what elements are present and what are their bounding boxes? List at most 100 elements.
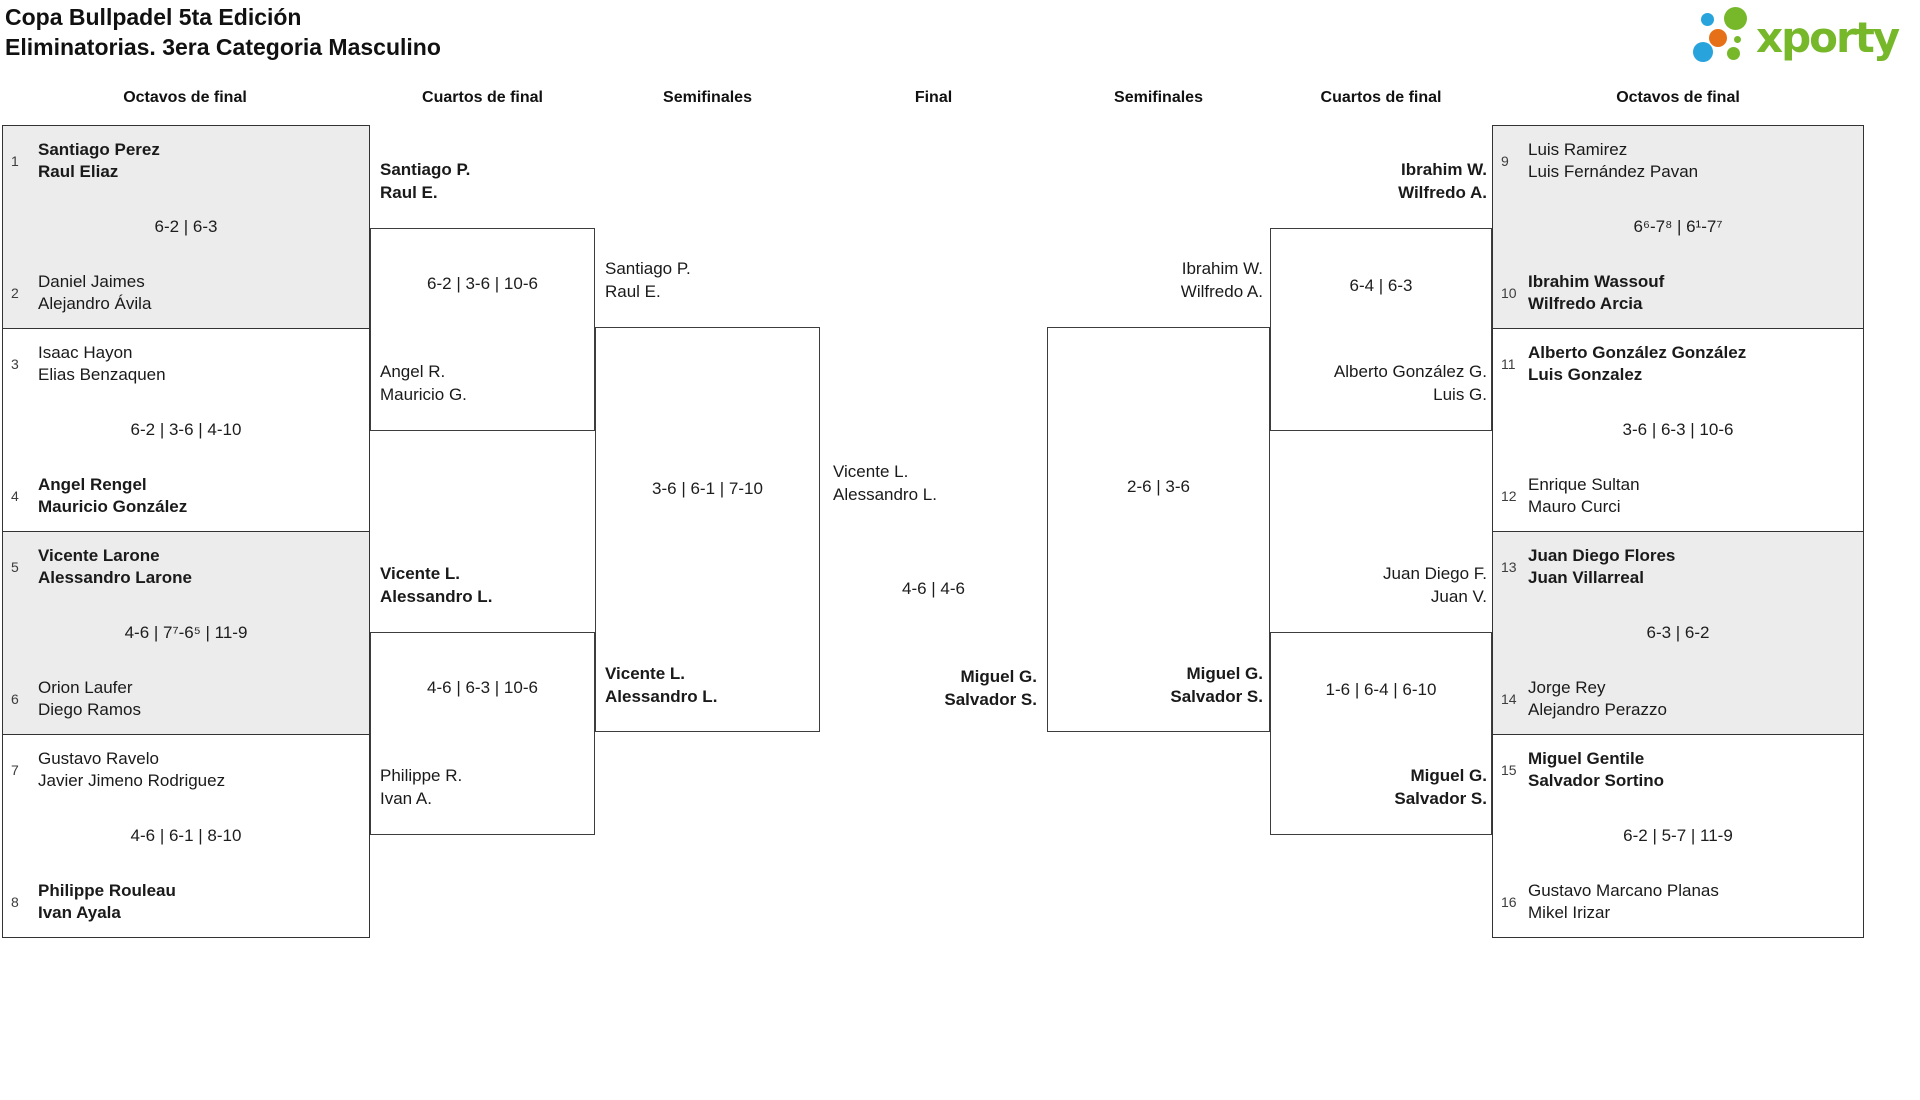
seed-number: 16 (1501, 894, 1517, 910)
match-score: 6-2 | 3-6 | 4-10 (130, 420, 242, 439)
match-score: 3-6 | 6-3 | 10-6 (1622, 420, 1734, 439)
match-score: 2-6 | 3-6 (1126, 477, 1190, 496)
match-score: 4-6 | 6-3 | 10-6 (427, 678, 538, 697)
logo-dot-green-small (1727, 47, 1740, 60)
participant-label[interactable]: Philippe R.Ivan A. (380, 766, 463, 808)
match-score: 6⁶-7⁸ | 6¹-7⁷ (1633, 217, 1723, 236)
seed-number: 12 (1501, 488, 1517, 504)
match-score: 6-4 | 6-3 (1349, 276, 1413, 295)
page-title: Copa Bullpadel 5ta Edición Eliminatorias… (5, 2, 441, 62)
participant-label[interactable]: Miguel G.Salvador S. (944, 667, 1037, 709)
match-score: 4-6 | 7⁷-6⁵ | 11-9 (124, 623, 248, 642)
page-title-line2: Eliminatorias. 3era Categoria Masculino (5, 34, 441, 60)
round-header-semis-left: Semifinales (663, 89, 752, 106)
participant-label[interactable]: Miguel G.Salvador S. (1394, 766, 1487, 808)
match-score: 6-2 | 6-3 (154, 217, 218, 236)
round-header-cuartos-left: Cuartos de final (422, 89, 543, 106)
semifinal-connector-box (1047, 327, 1270, 732)
round-header-final: Final (914, 89, 953, 106)
xporty-logo[interactable]: xporty (1692, 4, 1907, 68)
logo-dot-blue-large (1693, 42, 1713, 62)
match-score: 6-2 | 5-7 | 11-9 (1623, 826, 1733, 845)
seed-number: 11 (1501, 356, 1516, 372)
match-score: 3-6 | 6-1 | 7-10 (652, 479, 763, 498)
round-header-octavos-right: Octavos de final (1616, 89, 1740, 106)
participant-label[interactable]: Santiago P.Raul E. (605, 259, 691, 301)
participant-label[interactable]: Vicente L.Alessandro L. (605, 664, 718, 706)
round-header-semis-right: Semifinales (1114, 89, 1203, 106)
participant-label[interactable]: Ibrahim W.Wilfredo A. (1180, 259, 1263, 301)
seed-number: 10 (1501, 285, 1517, 301)
match-score: 1-6 | 6-4 | 6-10 (1325, 680, 1437, 699)
participant-label[interactable]: Santiago P.Raul E. (380, 160, 471, 202)
match-score: 6-3 | 6-2 (1646, 623, 1710, 642)
participant-label[interactable]: Vicente L.Alessandro L. (380, 564, 493, 606)
participant-label[interactable]: Miguel G.Salvador S. (1170, 664, 1263, 706)
seed-number: 9 (1501, 153, 1509, 169)
seed-number: 4 (11, 488, 19, 504)
participant-label[interactable]: Angel R.Mauricio G. (380, 362, 467, 404)
seed-number: 6 (11, 691, 19, 707)
participant-label[interactable]: Vicente L.Alessandro L. (833, 462, 937, 504)
logo-dot-orange (1709, 29, 1727, 47)
logo-dot-blue-small (1701, 13, 1714, 26)
logo-dot-green-tiny (1734, 36, 1741, 43)
cuartos-connector-box (1270, 632, 1492, 835)
participant-label[interactable]: Alberto González G.Luis G. (1333, 362, 1487, 404)
participant-label[interactable]: Ibrahim W.Wilfredo A. (1398, 160, 1487, 202)
logo-dot-green-large (1724, 7, 1747, 30)
round-header-octavos-left: Octavos de final (123, 89, 247, 106)
seed-number: 15 (1501, 762, 1517, 778)
page-title-line1: Copa Bullpadel 5ta Edición (5, 4, 302, 30)
logo-wordmark: xporty (1756, 13, 1900, 62)
match-score: 6-2 | 3-6 | 10-6 (427, 274, 538, 293)
seed-number: 7 (11, 762, 19, 778)
cuartos-connector-box (1270, 228, 1492, 431)
seed-number: 1 (11, 153, 19, 169)
seed-number: 14 (1501, 691, 1517, 707)
seed-number: 5 (11, 559, 19, 575)
seed-number: 8 (11, 894, 19, 910)
participant-label[interactable]: Juan Diego F.Juan V. (1383, 564, 1487, 606)
seed-number: 13 (1501, 559, 1517, 575)
